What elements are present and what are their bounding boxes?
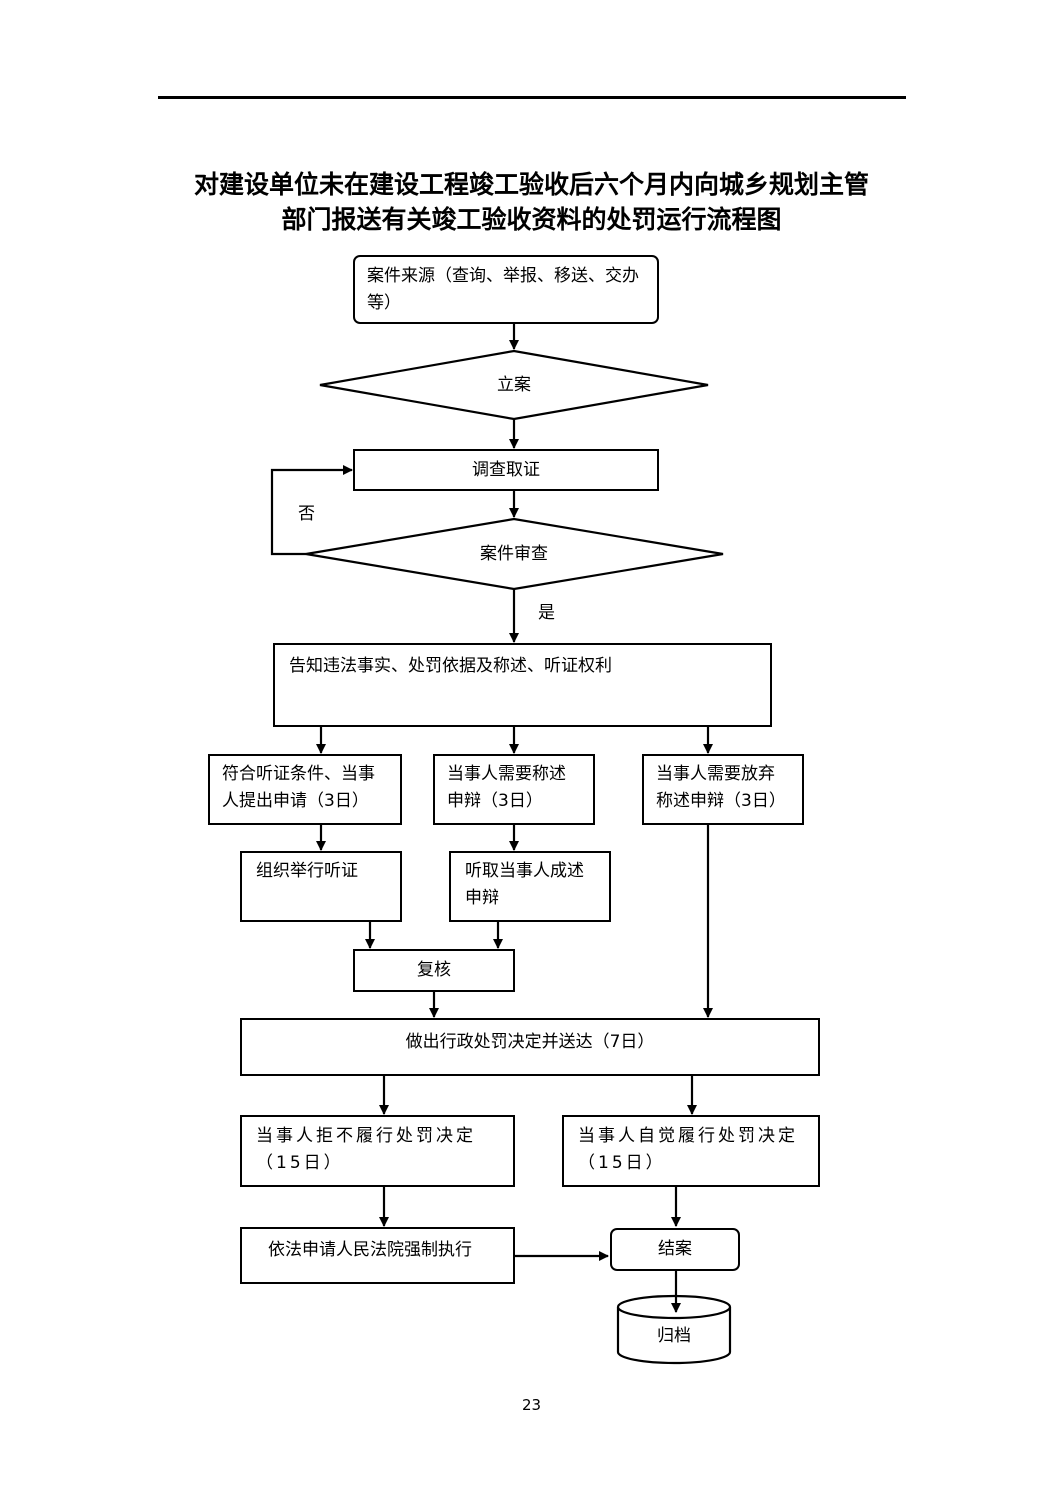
node-close-text: 结案 — [658, 1239, 692, 1259]
node-investigate-text: 调查取证 — [472, 459, 540, 480]
page-title-line-2: 部门报送有关竣工验收资料的处罚运行流程图 — [281, 205, 782, 234]
node-archive-text: 归档 — [657, 1326, 691, 1346]
archive-cylinder-top — [616, 1294, 732, 1320]
node-refuse: 当事人拒不履行处罚决定（15日） — [240, 1115, 515, 1187]
node-defense-request-text: 当事人需要称述申辩（3日） — [447, 764, 566, 811]
node-comply-text: 当事人自觉履行处罚决定（15日） — [578, 1126, 798, 1173]
node-register-text: 立案 — [497, 375, 531, 395]
node-waive-text: 当事人需要放弃称述申辩（3日） — [656, 764, 786, 811]
node-investigate: 调查取证 — [353, 449, 659, 491]
node-hear-defense-text: 听取当事人成述申辩 — [465, 861, 584, 908]
node-recheck-text: 复核 — [417, 960, 451, 980]
node-decision: 做出行政处罚决定并送达（7日） — [240, 1018, 820, 1076]
node-hearing-request-text: 符合听证条件、当事人提出申请（3日） — [222, 764, 375, 811]
header-rule — [158, 96, 906, 99]
page-title-line-1: 对建设单位未在建设工程竣工验收后六个月内向城乡规划主管 — [193, 170, 869, 199]
register-diamond — [319, 349, 709, 421]
review-diamond — [305, 517, 724, 591]
node-hold-hearing-text: 组织举行听证 — [256, 861, 358, 881]
node-notify-text: 告知违法事实、处罚依据及称述、听证权利 — [289, 656, 612, 676]
archive-cylinder — [616, 1307, 732, 1365]
edge-label-yes: 是 — [538, 603, 555, 623]
edge-label-no: 否 — [298, 504, 315, 524]
node-notify: 告知违法事实、处罚依据及称述、听证权利 — [273, 643, 772, 727]
node-comply: 当事人自觉履行处罚决定（15日） — [562, 1115, 820, 1187]
node-defense-request: 当事人需要称述申辩（3日） — [433, 754, 595, 825]
node-waive: 当事人需要放弃称述申辩（3日） — [642, 754, 804, 825]
node-hear-defense: 听取当事人成述申辩 — [449, 851, 611, 922]
node-review-text: 案件审查 — [480, 544, 548, 564]
node-decision-text: 做出行政处罚决定并送达（7日） — [405, 1032, 655, 1052]
node-court-text: 依法申请人民法院强制执行 — [268, 1240, 472, 1260]
node-refuse-text: 当事人拒不履行处罚决定（15日） — [256, 1126, 476, 1173]
node-court: 依法申请人民法院强制执行 — [240, 1227, 515, 1284]
node-case-source-text: 案件来源（查询、举报、移送、交办等） — [367, 266, 639, 313]
node-hold-hearing: 组织举行听证 — [240, 851, 402, 922]
node-recheck: 复核 — [353, 949, 515, 992]
node-hearing-request: 符合听证条件、当事人提出申请（3日） — [208, 754, 402, 825]
node-case-source: 案件来源（查询、举报、移送、交办等） — [353, 255, 659, 324]
node-close: 结案 — [610, 1228, 740, 1271]
page-number: 23 — [521, 1396, 542, 1414]
